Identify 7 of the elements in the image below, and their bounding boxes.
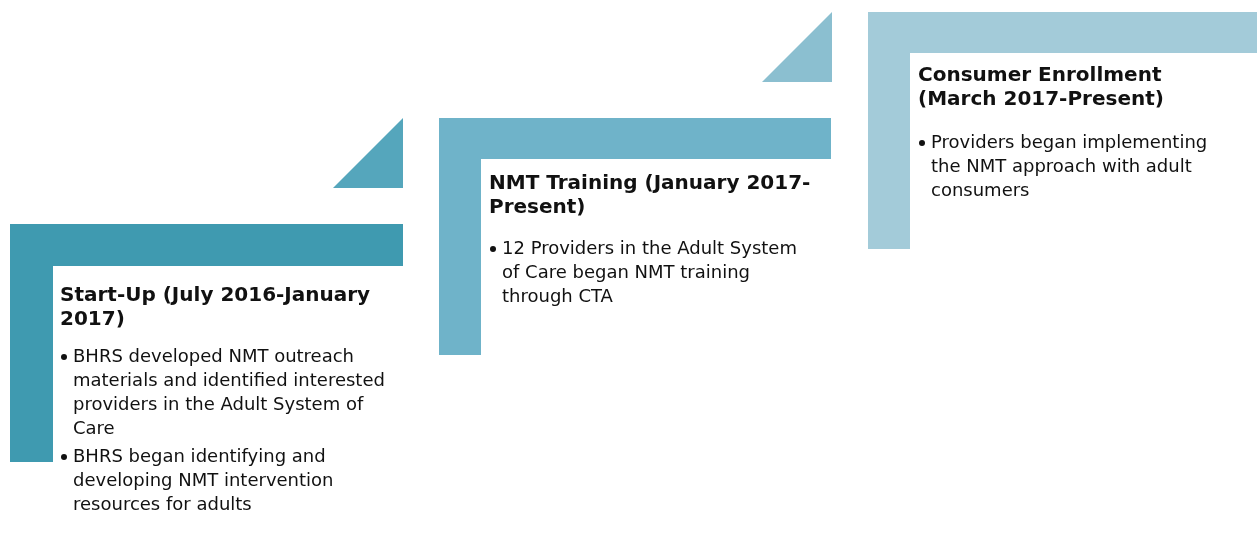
step-heading: Start-Up (July 2016-January 2017) xyxy=(60,282,372,330)
bullet-item: BHRS began identifying and developing NMT intervention resources for adults xyxy=(60,444,400,516)
step-heading: NMT Training (January 2017-Present) xyxy=(489,170,812,218)
bullet-item: BHRS developed NMT outreach materials and identified interested providers in the Adult System of Care xyxy=(60,344,400,440)
bullet-item: 12 Providers in the Adult System of Care began NMT training through CTA xyxy=(489,236,819,308)
bullet-item: Providers began implementing the NMT approach with adult consumers xyxy=(918,130,1218,202)
step-heading: Consumer Enrollment (March 2017-Present) xyxy=(918,62,1165,110)
